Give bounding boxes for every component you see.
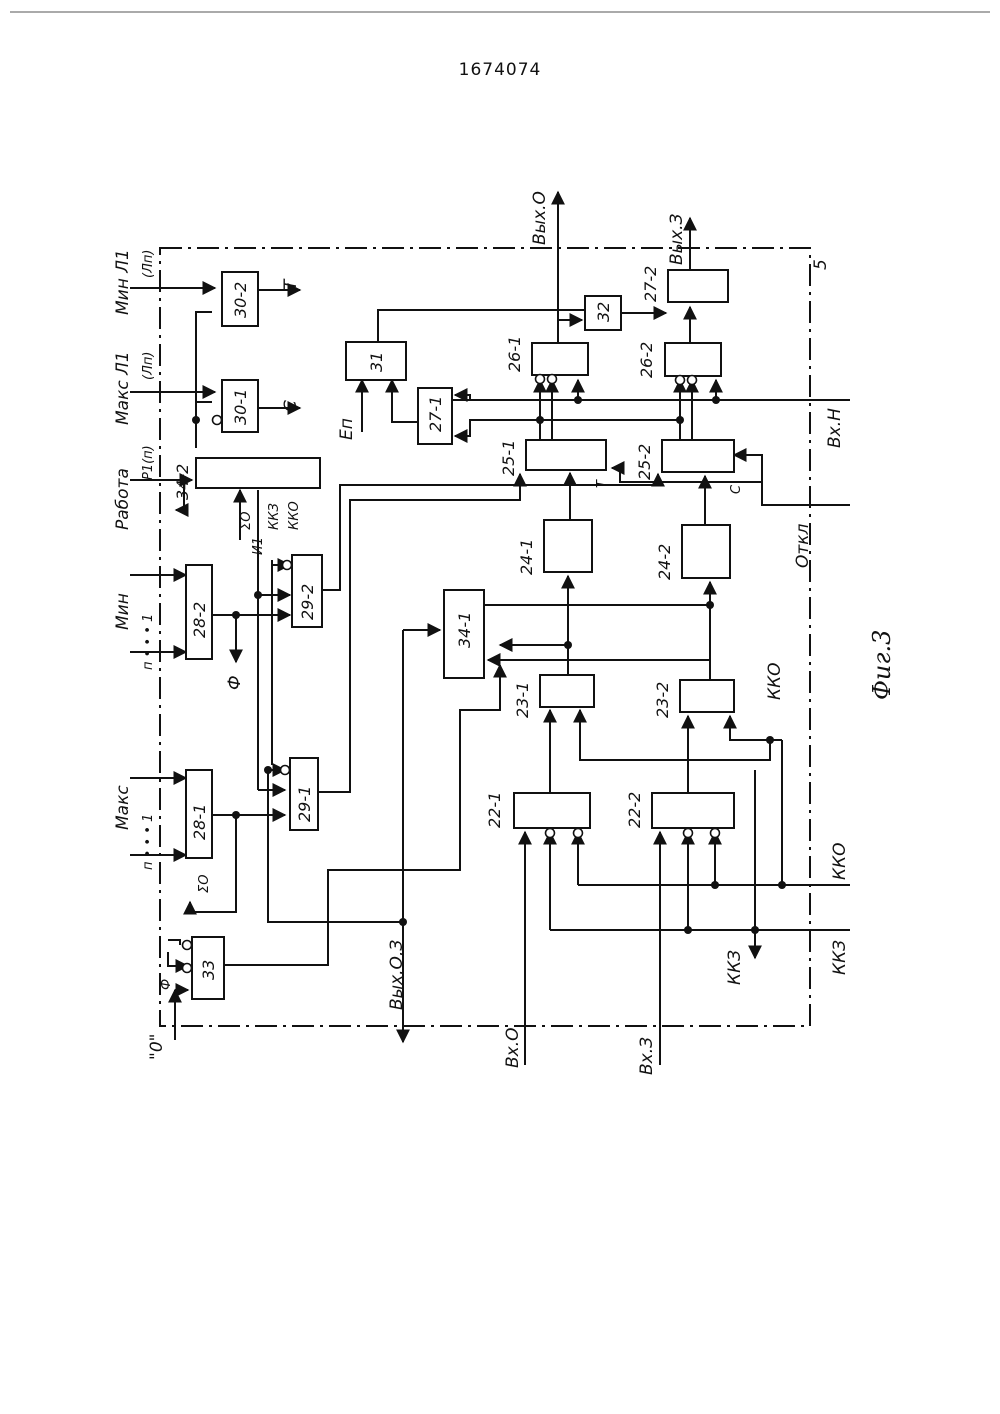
label-t-out: Т xyxy=(281,278,301,290)
label-25-2: 25-2 xyxy=(635,444,654,480)
block-23-2 xyxy=(680,680,734,712)
label-25-1: 25-1 xyxy=(499,440,518,476)
label-sigma-o: ΣО xyxy=(197,875,212,893)
label-otkl: Откл xyxy=(793,523,813,568)
label-22-2: 22-2 xyxy=(625,792,644,828)
label-28-1: 28-1 xyxy=(190,804,209,840)
label-vyh-z: Вых.З xyxy=(667,213,687,265)
label-29-2: 29-2 xyxy=(298,584,317,620)
block-27-2 xyxy=(668,270,728,302)
label-min: Мин xyxy=(113,593,133,630)
label-vh-o: Вх.О xyxy=(503,1027,523,1068)
label-u1: И1 xyxy=(251,537,266,555)
label-30-1: 30-1 xyxy=(231,389,250,425)
label-32: 32 xyxy=(594,302,613,322)
label-26-1: 26-1 xyxy=(505,336,524,372)
label-zero-input: "0" xyxy=(147,1034,167,1060)
label-vh-n: Вх.Н xyxy=(825,408,845,448)
label-vyh-o: Вых.О xyxy=(530,191,550,245)
block-22-2 xyxy=(652,793,734,838)
label-en: Еп xyxy=(337,418,357,440)
label-kko-right: ККО xyxy=(830,842,850,880)
block-24-2 xyxy=(682,525,730,578)
figure-caption: Фиг.3 xyxy=(868,630,896,700)
label-rabota: Работа xyxy=(113,468,133,530)
label-c-out: С xyxy=(281,400,301,412)
label-vh-z: Вх.З xyxy=(637,1037,657,1075)
label-sigma-o-out: ΣО xyxy=(239,512,254,530)
label-min-l1: Мин Л1 xyxy=(113,249,133,315)
label-27-1: 27-1 xyxy=(426,396,445,432)
block-25-2 xyxy=(662,440,734,472)
label-24-2: 24-2 xyxy=(655,544,674,580)
label-kkz-bottom: ККЗ xyxy=(725,950,745,985)
label-23-2: 23-2 xyxy=(653,682,672,718)
label-kko-23: ККО xyxy=(765,662,785,700)
label-min-range: п • • • 1 xyxy=(141,614,156,670)
label-26-2: 26-2 xyxy=(637,342,656,378)
label-vyh-oz: Вых.О,З xyxy=(387,940,407,1010)
label-maks: Макс xyxy=(113,785,133,830)
label-34-2: 34-2 xyxy=(173,464,192,500)
label-c-25: С xyxy=(729,484,744,494)
label-kko: ККО xyxy=(287,501,302,530)
label-27-2: 27-2 xyxy=(641,266,660,302)
label-maks-l1-sub: (Лп) xyxy=(141,352,156,380)
label-29-1: 29-1 xyxy=(295,786,314,822)
label-phi: Ф xyxy=(159,979,174,990)
label-kkz-right: ККЗ xyxy=(830,940,850,975)
block-labels: 22-1 22-2 23-1 23-2 24-1 24-2 25-1 25-2 … xyxy=(173,266,674,980)
label-22-1: 22-1 xyxy=(485,792,504,828)
block-26-1 xyxy=(532,343,588,384)
label-maks-l1: Макс Л1 xyxy=(113,351,133,425)
label-24-1: 24-1 xyxy=(517,539,536,575)
label-28-2: 28-2 xyxy=(190,602,209,638)
label-34-1: 34-1 xyxy=(455,612,474,648)
label-23-1: 23-1 xyxy=(513,682,532,718)
label-phi-out: Ф xyxy=(225,675,245,690)
label-maks-range: п • • • 1 xyxy=(141,814,156,870)
block-23-1 xyxy=(540,675,594,707)
label-kkz: ККЗ xyxy=(267,503,282,530)
label-30-2: 30-2 xyxy=(231,282,250,318)
block-26-2 xyxy=(665,343,721,385)
label-rabota-sub: Р1(п) xyxy=(141,445,156,480)
label-min-l1-sub: (Лп) xyxy=(141,250,156,278)
label-33: 33 xyxy=(199,960,218,980)
label-unit-number: 5 xyxy=(811,259,831,270)
label-31: 31 xyxy=(367,352,386,372)
block-24-1 xyxy=(544,520,592,572)
block-22-1 xyxy=(514,793,590,838)
block-34-2 xyxy=(196,458,320,488)
block-25-1 xyxy=(526,440,606,470)
label-t-25: Т xyxy=(595,479,610,488)
